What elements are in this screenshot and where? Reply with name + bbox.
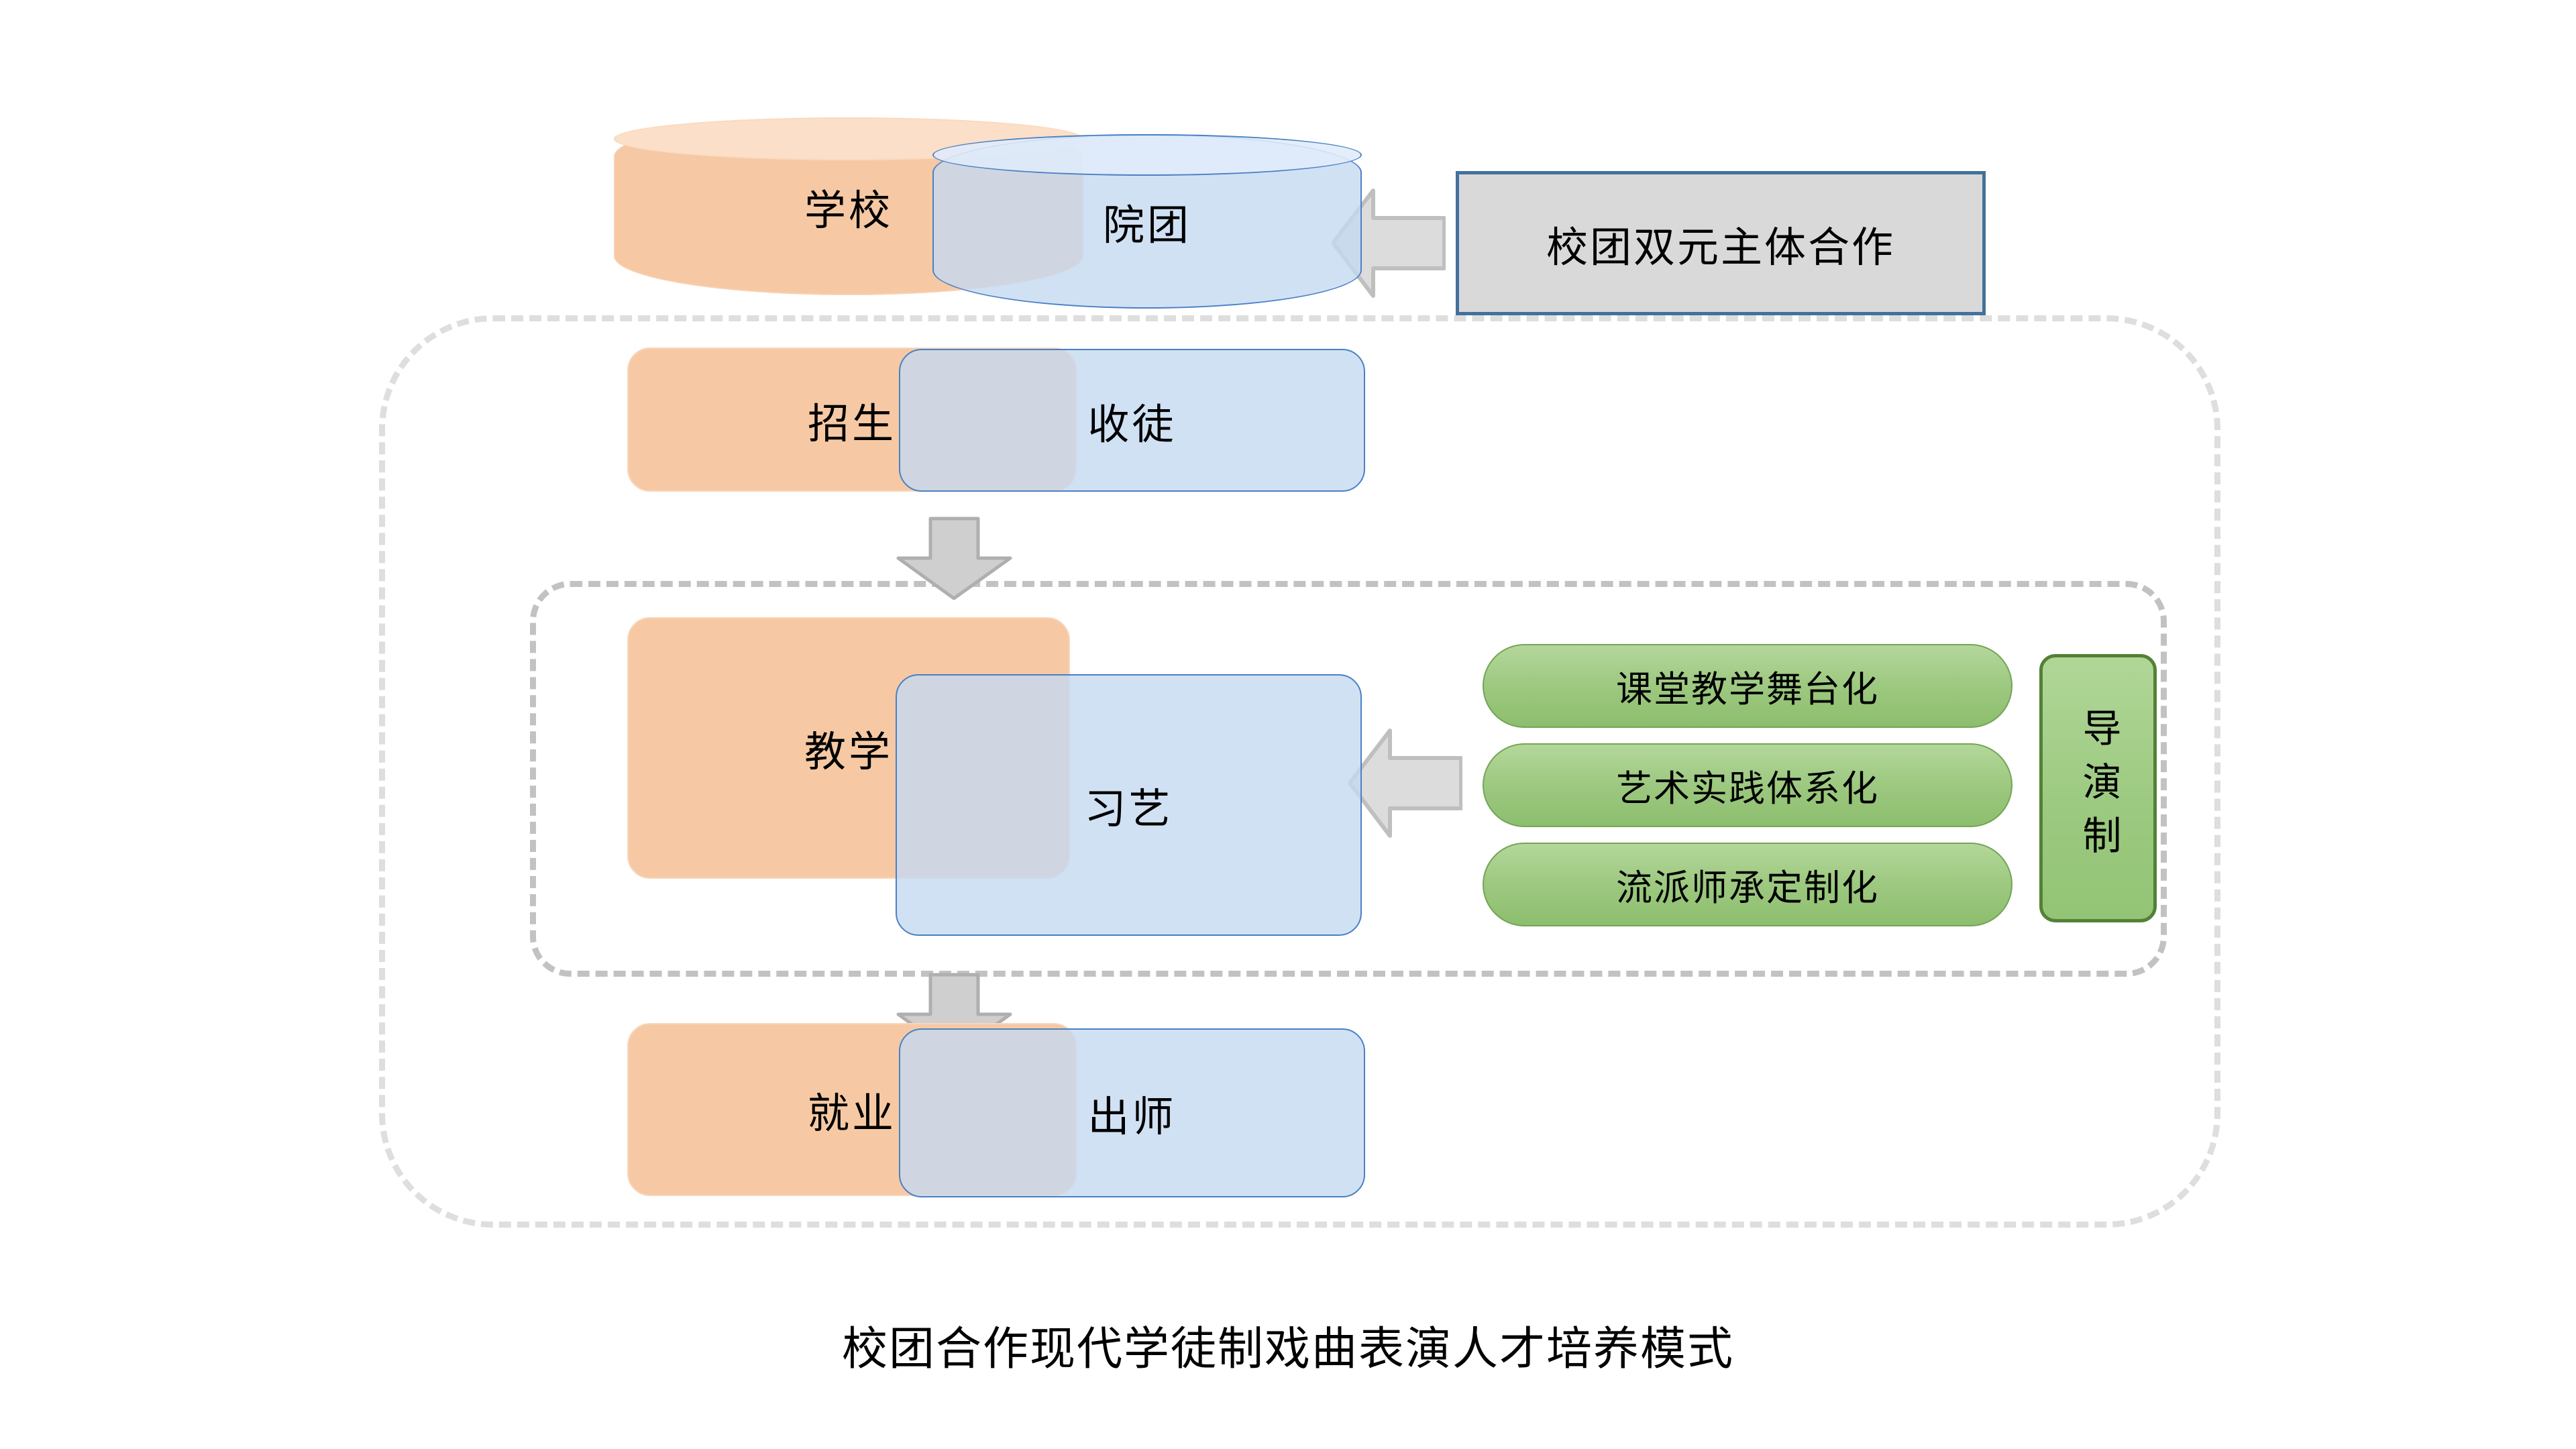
stage-teaching-school-label: 教学 [804,729,893,775]
arrow-down-icon-1 [896,517,1013,600]
director-system-label: 导演制 [2076,708,2121,869]
info-box-dual-subject-cooperation[interactable]: 校团双元主体合作 [1456,171,1986,315]
method-pill-1[interactable]: 艺术实践体系化 [1483,743,2012,827]
stage-recruitment-troupe-label: 收徒 [1087,401,1177,448]
stage-employment-troupe-box[interactable]: 出师 [899,1028,1365,1197]
method-pill-2-label: 流派师承定制化 [1616,868,1879,908]
stage-employment[interactable]: 就业 出师 [627,1023,1365,1197]
director-system-box[interactable]: 导演制 [2039,654,2157,922]
troupe-cylinder-label: 院团 [1102,203,1191,249]
stage-employment-school-label: 就业 [807,1091,896,1137]
stage-teaching[interactable]: 教学 习艺 [627,617,1362,936]
stage-recruitment[interactable]: 招生 收徒 [627,347,1365,492]
inner-dashed-container [530,581,2167,977]
stage-employment-troupe-label: 出师 [1087,1094,1177,1140]
method-pill-1-label: 艺术实践体系化 [1616,769,1879,809]
method-pill-0[interactable]: 课堂教学舞台化 [1483,644,2012,728]
stage-recruitment-school-label: 招生 [807,400,896,447]
info-box-label: 校团双元主体合作 [1546,224,1895,271]
method-pill-2[interactable]: 流派师承定制化 [1483,843,2012,926]
arrow-left-icon-middle [1348,728,1462,839]
stage-teaching-troupe-box[interactable]: 习艺 [896,674,1362,936]
school-cylinder-label: 学校 [804,187,893,234]
method-pill-0-label: 课堂教学舞台化 [1616,669,1879,710]
outer-dashed-container [379,315,2220,1228]
diagram-caption: 校团合作现代学徒制戏曲表演人才培养模式 [841,1324,1734,1375]
stage-recruitment-troupe-box[interactable]: 收徒 [899,349,1365,492]
troupe-cylinder[interactable]: 院团 [932,134,1362,309]
troupe-cylinder-lid [932,134,1362,176]
stage-teaching-troupe-label: 习艺 [1084,786,1173,833]
